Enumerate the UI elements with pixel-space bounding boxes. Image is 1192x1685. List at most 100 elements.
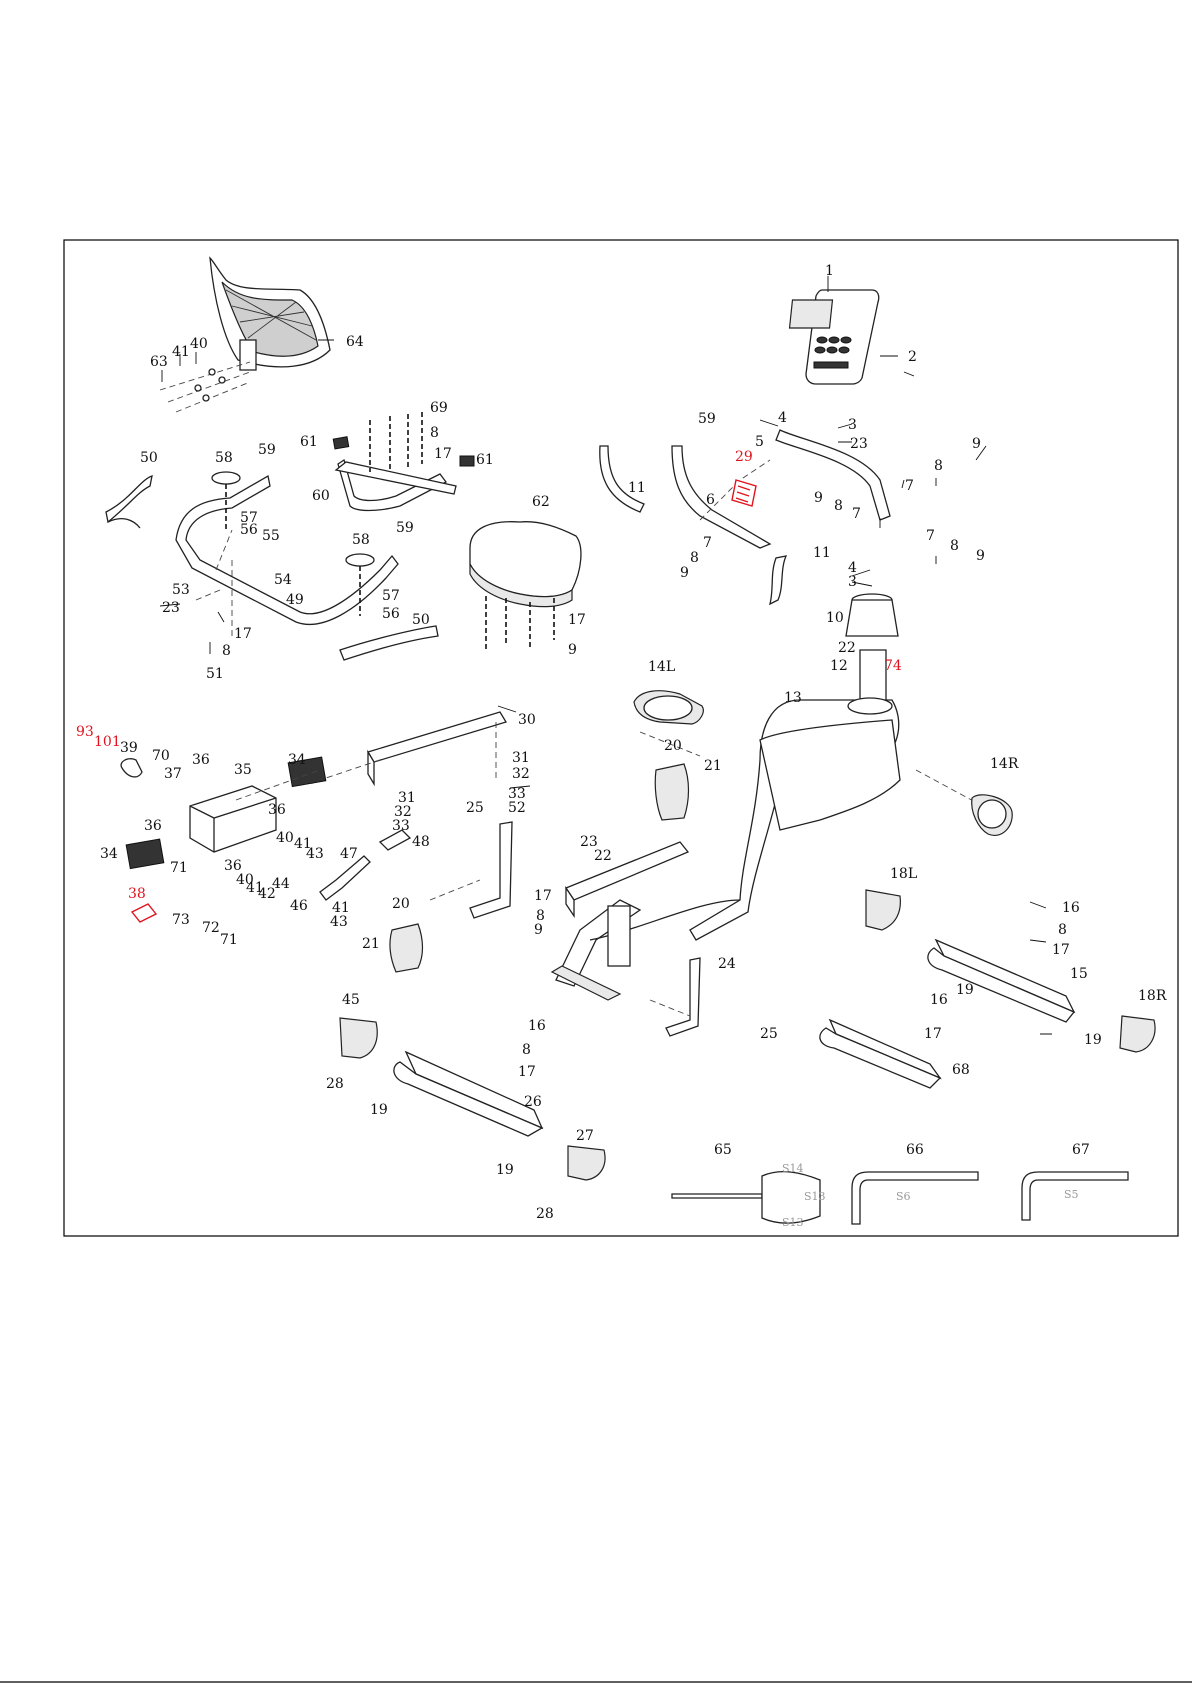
label-59: 59	[396, 520, 414, 536]
label-22: 22	[594, 848, 612, 864]
label-33: 33	[392, 818, 410, 834]
label-8: 8	[834, 498, 843, 514]
label-8: 8	[950, 538, 959, 554]
label-17: 17	[534, 888, 552, 904]
label-18R: 18R	[1138, 988, 1167, 1004]
label-14L: 14L	[648, 659, 675, 675]
label-35: 35	[234, 762, 252, 778]
diagram-frame	[63, 239, 1179, 1237]
label-19: 19	[496, 1162, 514, 1178]
label-7: 7	[905, 478, 914, 494]
label-11: 11	[628, 480, 646, 496]
label-3: 3	[848, 417, 857, 433]
label-68: 68	[952, 1062, 970, 1078]
label-4: 4	[778, 410, 787, 426]
label-15: 15	[1070, 966, 1088, 982]
label-57: 57	[240, 510, 258, 526]
label-42: 42	[258, 886, 276, 902]
label-25: 25	[760, 1026, 778, 1042]
label-70: 70	[152, 748, 170, 764]
seat	[469, 521, 582, 650]
label-30: 30	[518, 712, 536, 728]
label-60: 60	[312, 488, 330, 504]
label-93: 93	[76, 724, 94, 740]
seat-carriage	[125, 756, 327, 870]
label-21: 21	[704, 758, 722, 774]
label-52: 52	[508, 800, 526, 816]
label-40: 40	[190, 336, 208, 352]
adjust-lever	[120, 758, 412, 901]
label-49: 49	[286, 592, 304, 608]
label-1: 1	[825, 263, 834, 279]
label-36: 36	[192, 752, 210, 768]
label-17: 17	[234, 626, 252, 642]
wrench-mark-s6: S6	[896, 1190, 911, 1203]
label-8: 8	[522, 1042, 531, 1058]
label-59: 59	[698, 411, 716, 427]
wrench-mark-s14: S14	[782, 1162, 804, 1175]
foot-pad-highlighted	[130, 903, 158, 923]
label-13: 13	[784, 690, 802, 706]
label-7: 7	[852, 506, 861, 522]
label-74: 74	[884, 658, 902, 674]
label-67: 67	[1072, 1142, 1090, 1158]
small-covers	[389, 763, 690, 973]
label-65: 65	[714, 1142, 732, 1158]
label-43: 43	[330, 914, 348, 930]
label-3: 3	[848, 574, 857, 590]
label-16: 16	[1062, 900, 1080, 916]
label-46: 46	[290, 898, 308, 914]
label-39: 39	[120, 740, 138, 756]
label-17: 17	[1052, 942, 1070, 958]
label-73: 73	[172, 912, 190, 928]
wrench-mark-s5: S5	[1064, 1188, 1079, 1201]
label-45: 45	[342, 992, 360, 1008]
label-31: 31	[512, 750, 530, 766]
label-38: 38	[128, 886, 146, 902]
label-5: 5	[755, 434, 764, 450]
label-63: 63	[150, 354, 168, 370]
label-23: 23	[580, 834, 598, 850]
label-32: 32	[512, 766, 530, 782]
label-59: 59	[258, 442, 276, 458]
label-20: 20	[392, 896, 410, 912]
label-21: 21	[362, 936, 380, 952]
label-27: 27	[576, 1128, 594, 1144]
label-40: 40	[236, 872, 254, 888]
label-101: 101	[94, 734, 121, 750]
label-4: 4	[848, 560, 857, 576]
label-31: 31	[398, 790, 416, 806]
label-8: 8	[934, 458, 943, 474]
label-8: 8	[690, 550, 699, 566]
label-9: 9	[976, 548, 985, 564]
label-20: 20	[664, 738, 682, 754]
slider-rail	[319, 711, 507, 787]
label-40: 40	[276, 830, 294, 846]
front-handlebar	[599, 429, 891, 606]
label-7: 7	[926, 528, 935, 544]
label-61: 61	[476, 452, 494, 468]
label-12: 12	[830, 658, 848, 674]
label-25: 25	[466, 800, 484, 816]
label-34: 34	[100, 846, 118, 862]
label-61: 61	[300, 434, 318, 450]
label-29: 29	[735, 449, 753, 465]
label-19: 19	[956, 982, 974, 998]
label-58: 58	[215, 450, 233, 466]
label-28: 28	[536, 1206, 554, 1222]
label-41: 41	[246, 880, 264, 896]
label-8: 8	[1058, 922, 1067, 938]
label-69: 69	[430, 400, 448, 416]
seat-back	[159, 256, 331, 413]
label-8: 8	[430, 425, 439, 441]
front-stabilizer	[819, 889, 1156, 1089]
label-23: 23	[850, 436, 868, 452]
label-56: 56	[382, 606, 400, 622]
label-9: 9	[814, 490, 823, 506]
label-72: 72	[202, 920, 220, 936]
hardware-marks	[159, 276, 1052, 1035]
label-24: 24	[718, 956, 736, 972]
label-17: 17	[924, 1026, 942, 1042]
label-18L: 18L	[890, 866, 917, 882]
